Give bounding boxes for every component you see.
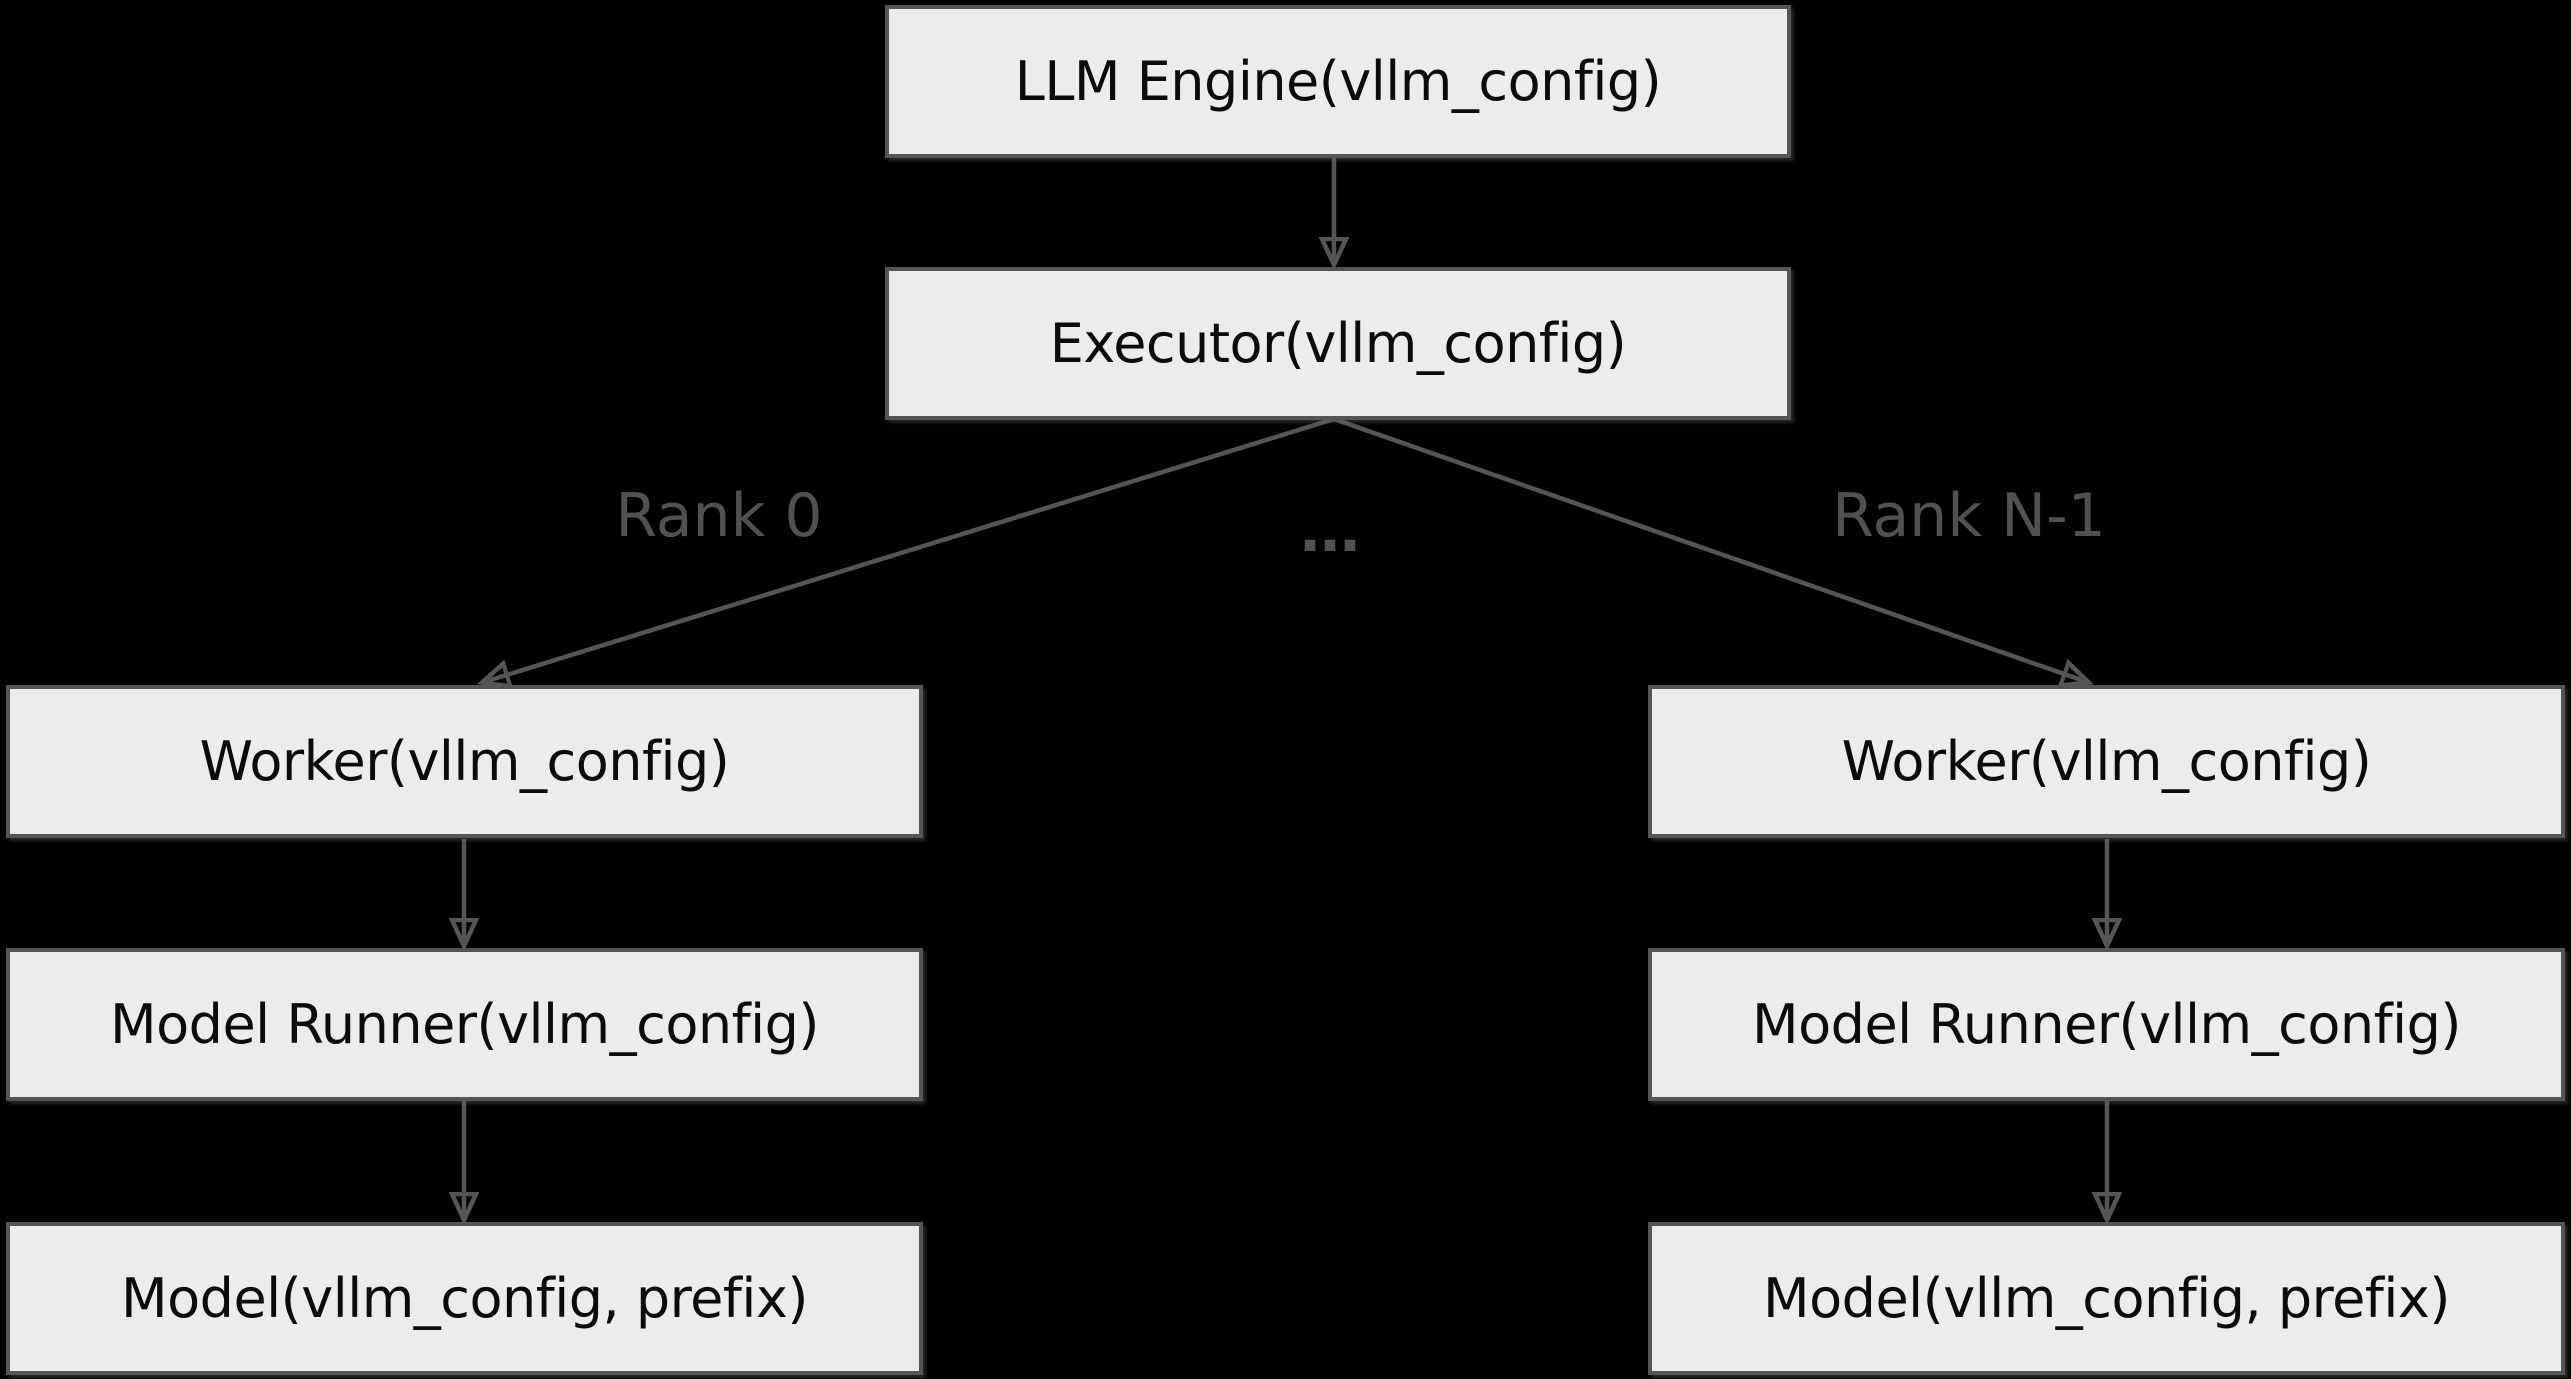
edge-label-rank-0: Rank 0 [615,481,823,551]
node-model-runner-rankn: Model Runner(vllm_config) [1648,948,2565,1101]
edge-label-rank-n-1: Rank N-1 [1832,481,2106,551]
node-executor-label: Executor(vllm_config) [1049,312,1627,375]
node-worker-rank0-label: Worker(vllm_config) [199,730,730,793]
node-worker-rank0: Worker(vllm_config) [6,685,923,838]
node-model-rankn: Model(vllm_config, prefix) [1648,1222,2565,1375]
node-worker-rankn-label: Worker(vllm_config) [1841,730,2372,793]
node-model-rankn-label: Model(vllm_config, prefix) [1763,1267,2450,1330]
edge-label-ellipsis: … [1300,496,1362,566]
node-model-runner-rankn-label: Model Runner(vllm_config) [1752,993,2461,1056]
node-model-runner-rank0-label: Model Runner(vllm_config) [110,993,819,1056]
node-llm-engine-label: LLM Engine(vllm_config) [1014,50,1662,113]
node-model-rank0: Model(vllm_config, prefix) [6,1222,923,1375]
node-worker-rankn: Worker(vllm_config) [1648,685,2565,838]
edge-executor-to-worker0 [484,416,1335,682]
node-model-runner-rank0: Model Runner(vllm_config) [6,948,923,1101]
node-llm-engine: LLM Engine(vllm_config) [885,5,1791,158]
node-executor: Executor(vllm_config) [885,267,1791,420]
edge-executor-to-workern [1333,416,2087,682]
node-model-rank0-label: Model(vllm_config, prefix) [121,1267,808,1330]
